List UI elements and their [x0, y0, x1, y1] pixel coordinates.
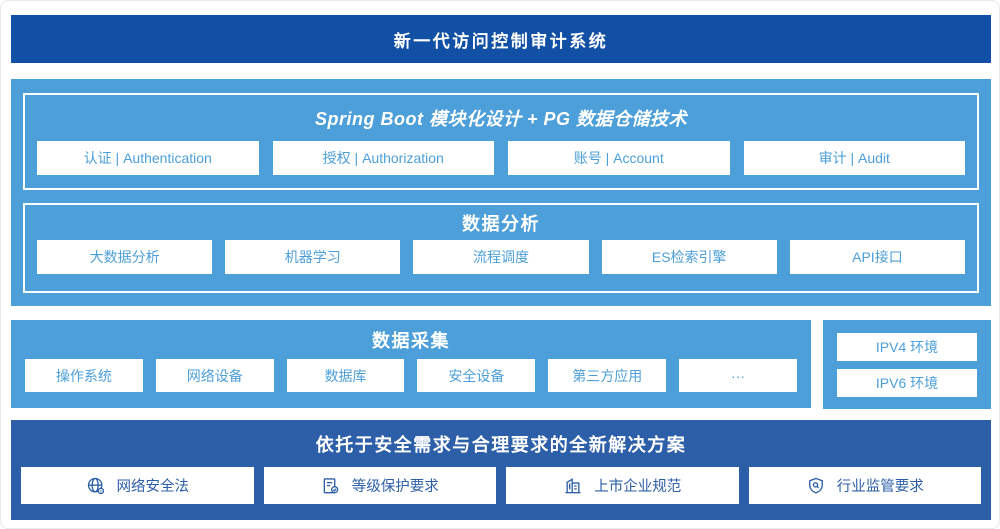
- solution-item-label: 上市企业规范: [594, 479, 682, 495]
- solution-item-cybersecurity-law: 网络安全法: [21, 467, 254, 504]
- item-operating-system: 操作系统: [25, 359, 143, 392]
- item-bigdata-analysis: 大数据分析: [37, 240, 213, 274]
- item-audit: 审计 | Audit: [743, 141, 965, 175]
- item-api-interface: API接口: [789, 240, 966, 274]
- item-third-party-app: 第三方应用: [548, 359, 667, 392]
- data-collection-section: 数据采集 操作系统 网络设备 数据库 安全设备 第三方应用 ···: [11, 320, 811, 408]
- solution-item-label: 网络安全法: [116, 479, 190, 495]
- item-machine-learning: 机器学习: [225, 240, 401, 274]
- solution-item-classified-protection: 等级保护要求: [263, 467, 496, 504]
- solution-item-listed-company-standard: 上市企业规范: [506, 467, 739, 504]
- data-analysis-module: 数据分析 大数据分析 机器学习 流程调度 ES检索引擎 API接口: [23, 203, 979, 293]
- item-es-search-engine: ES检索引擎: [601, 240, 777, 274]
- solution-title: 依托于安全需求与合理要求的全新解决方案: [315, 434, 687, 455]
- data-analysis-title: 数据分析: [462, 213, 540, 234]
- data-collection-items: 操作系统 网络设备 数据库 安全设备 第三方应用 ···: [25, 359, 797, 392]
- globe-icon: [86, 476, 106, 496]
- item-workflow-scheduling: 流程调度: [413, 240, 589, 274]
- solution-section: 依托于安全需求与合理要求的全新解决方案 网络安全法: [11, 420, 991, 520]
- springboot-module-items: 认证 | Authentication 授权 | Authorization 账…: [37, 141, 965, 175]
- document-check-icon: [321, 476, 341, 496]
- item-authentication: 认证 | Authentication: [37, 141, 259, 175]
- item-ipv6-environment: IPV6 环境: [837, 368, 977, 397]
- item-ipv4-environment: IPV4 环境: [837, 332, 977, 361]
- title-banner: 新一代访问控制审计系统: [11, 15, 991, 63]
- item-database: 数据库: [286, 359, 405, 392]
- item-account: 账号 | Account: [508, 141, 730, 175]
- item-authorization: 授权 | Authorization: [272, 141, 494, 175]
- shield-search-icon: [806, 476, 826, 496]
- solution-item-industry-regulation: 行业监管要求: [748, 467, 981, 504]
- network-environment-panel: IPV4 环境 IPV6 环境: [823, 320, 991, 409]
- solution-item-label: 等级保护要求: [351, 479, 439, 495]
- springboot-module-title: Spring Boot 模块化设计 + PG 数据仓储技术: [314, 109, 687, 129]
- platform-section: Spring Boot 模块化设计 + PG 数据仓储技术 认证 | Authe…: [11, 79, 991, 306]
- item-security-device: 安全设备: [417, 359, 536, 392]
- solution-items: 网络安全法 等级保护要求: [21, 467, 981, 504]
- data-analysis-items: 大数据分析 机器学习 流程调度 ES检索引擎 API接口: [37, 240, 966, 274]
- building-icon: [563, 476, 583, 496]
- item-network-device: 网络设备: [155, 359, 274, 392]
- solution-item-label: 行业监管要求: [836, 479, 924, 495]
- item-more-ellipsis: ···: [679, 359, 797, 392]
- data-collection-title: 数据采集: [372, 330, 450, 351]
- springboot-module: Spring Boot 模块化设计 + PG 数据仓储技术 认证 | Authe…: [23, 93, 979, 190]
- page-title: 新一代访问控制审计系统: [393, 31, 609, 51]
